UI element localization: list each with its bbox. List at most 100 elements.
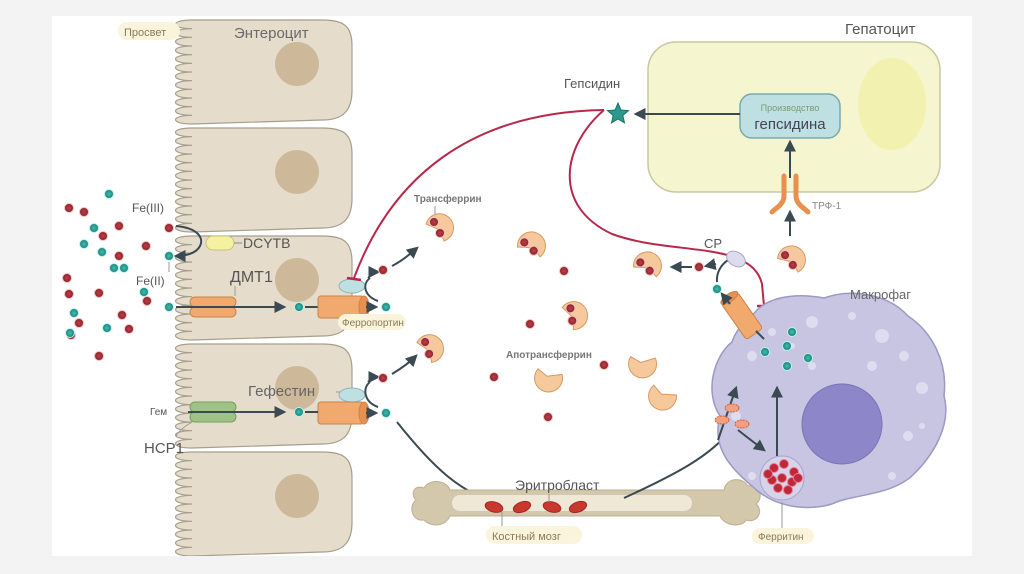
ferritin-iron — [783, 485, 793, 495]
erythrocytes — [484, 500, 588, 514]
fe3-ion — [489, 372, 499, 382]
holo-transferrin — [561, 301, 589, 331]
macrophage-vacuole — [806, 316, 818, 328]
fe3-ion — [435, 228, 445, 238]
fe3-ion — [559, 266, 569, 276]
fe3-ion — [424, 348, 435, 359]
fe3-ion — [141, 241, 151, 251]
erythrocyte — [484, 501, 504, 513]
tfr1-label: ТРФ-1 — [812, 201, 842, 212]
rbc-to-macrophage-arrow — [623, 426, 734, 499]
reduction-arrow — [173, 225, 203, 262]
fe3-ion — [420, 337, 431, 348]
fe2-ion — [803, 353, 813, 363]
holo-transferrin — [516, 231, 546, 258]
fe3-ion — [74, 318, 84, 328]
holo-transferrin — [416, 334, 444, 364]
apotransferrin — [648, 384, 678, 411]
ferroportin-lower — [317, 401, 370, 425]
fe2-ion — [760, 347, 770, 357]
fe2-ion — [102, 323, 112, 333]
fe3-ion — [635, 257, 646, 268]
bone-marrow — [411, 479, 761, 526]
fe2-ion — [79, 239, 89, 249]
heme-label: Гем — [150, 407, 167, 418]
fe2-ion — [139, 287, 149, 297]
dcytb-label: DCYTB — [243, 235, 290, 251]
macrophage-vacuole — [888, 472, 896, 480]
erythrocyte — [512, 500, 532, 514]
fe3-ion — [94, 351, 104, 361]
fe3-ion — [429, 217, 439, 227]
erythrocyte — [568, 500, 588, 514]
fe3-ion — [567, 315, 578, 326]
slide: Просвет Энтероцит Fe(III) Fe(II) DCYTB Д… — [52, 16, 972, 556]
tfr1-receptor — [769, 173, 811, 215]
lumen-iron-particles — [62, 189, 152, 361]
fe3-ion — [64, 203, 74, 213]
erythroblast-label: Эритробласт — [515, 477, 600, 493]
fe2-ion — [787, 327, 797, 337]
erythrocyte-fragment — [734, 419, 750, 429]
ferritin-iron — [763, 469, 773, 479]
fe3-ion — [780, 250, 791, 261]
ferritin-vesicle — [759, 455, 805, 501]
hephaestin-lower — [338, 387, 366, 403]
fe2-ion — [65, 328, 75, 338]
iron-metabolism-diagram: Просвет Энтероцит Fe(III) Fe(II) DCYTB Д… — [62, 19, 947, 556]
fe3-ion — [164, 223, 174, 233]
hepcidin-label: Гепсидин — [564, 76, 620, 91]
transferrin-label: Трансферрин — [414, 193, 482, 205]
ferritin-iron — [773, 483, 783, 493]
macrophage-vacuole — [916, 382, 928, 394]
fe3-ion — [114, 221, 124, 231]
fe2-ion — [104, 189, 114, 199]
macrophage-vacuole — [919, 423, 925, 429]
erythrocyte-fragment — [714, 415, 730, 425]
fe2-ion — [164, 251, 174, 261]
fe3-ion — [79, 207, 89, 217]
hepcidin-star-icon — [606, 101, 630, 124]
enterocyte-cell — [174, 127, 353, 233]
hephaestin-label: Гефестин — [248, 383, 315, 400]
plasma-transferrin-pool — [416, 213, 806, 422]
fe3-ion — [525, 319, 535, 329]
hepatocyte-label: Гепатоцит — [845, 21, 916, 38]
hepcidin-production-box: Производство гепсидина — [739, 93, 841, 139]
fe3-ion — [64, 289, 74, 299]
hephaestin-upper — [338, 278, 366, 294]
fe3-label: Fe(III) — [132, 201, 164, 215]
hcp1-label: HCP1 — [144, 440, 184, 457]
fe2-ion — [69, 308, 79, 318]
macrophage-label: Макрофаг — [850, 287, 911, 302]
bone-marrow-label: Костный мозг — [492, 531, 561, 543]
ceruloplasmin — [726, 250, 746, 268]
enterocyte-label: Энтероцит — [234, 25, 309, 42]
macrophage-vacuole — [808, 362, 816, 370]
holo-transferrin — [425, 213, 454, 242]
ferritin-iron — [793, 473, 803, 483]
macrophage-vacuole — [903, 431, 913, 441]
fe2-ion — [782, 341, 792, 351]
fe3-ion — [98, 231, 108, 241]
macrophage-vacuole — [899, 351, 909, 361]
fe3-ion — [117, 310, 127, 320]
fe3-ion — [94, 288, 104, 298]
fe3-ion — [124, 324, 134, 334]
hepcidin-production-line1: Производство — [761, 103, 820, 113]
fe3-ion — [114, 251, 124, 261]
macrophage-vacuole — [768, 328, 776, 336]
fe3-ion — [599, 360, 609, 370]
apotransferrin — [534, 368, 564, 393]
ferritin-label: Ферритин — [758, 532, 804, 543]
phagocytosed-erythrocytes — [714, 403, 750, 429]
fe3-ion — [644, 265, 655, 276]
enterocyte-cell — [174, 451, 353, 556]
fe2-ion — [89, 223, 99, 233]
macrophage-vacuole — [748, 472, 756, 480]
macrophage-nucleus — [801, 383, 883, 465]
cp-label: CP — [704, 236, 722, 251]
macrophage-vacuole — [848, 312, 856, 320]
enterocyte-cell — [174, 235, 353, 341]
ferritin-iron — [769, 463, 779, 473]
